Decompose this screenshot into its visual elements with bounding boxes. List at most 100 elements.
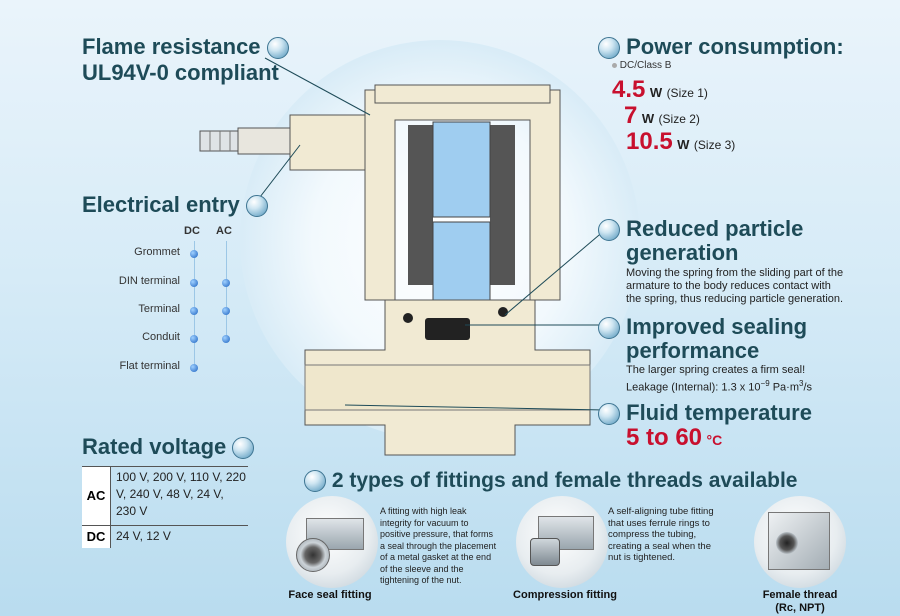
- power-value: 4.5: [612, 76, 646, 103]
- power-note: DC/Class B: [612, 60, 671, 71]
- col-dc-header: DC: [184, 225, 200, 237]
- power-unit: W: [677, 137, 690, 152]
- dc-column-line: [194, 241, 195, 371]
- entry-label: Conduit: [142, 331, 180, 343]
- dc-row: DC 24 V, 12 V: [82, 526, 248, 548]
- bubble-icon: [245, 195, 268, 218]
- female-thread-image: [754, 496, 846, 588]
- small-bullet-icon: [612, 62, 617, 68]
- particle-desc-line: the spring, thus reducing particle gener…: [626, 293, 844, 305]
- flame-resistance-heading: Flame resistance: [82, 34, 289, 60]
- fluid-unit: °C: [706, 432, 723, 448]
- entry-row: Grommet: [90, 246, 180, 260]
- female-thread-caption: Female thread (Rc, NPT): [740, 589, 860, 615]
- fitting-port: [296, 538, 330, 572]
- power-unit: W: [649, 85, 663, 100]
- particle-desc-line: Moving the spring from the sliding part …: [626, 267, 844, 279]
- sealing-desc-line: The larger spring creates a firm seal!: [626, 364, 806, 376]
- particle-description: Moving the spring from the sliding part …: [626, 267, 898, 306]
- bubble-icon: [598, 317, 620, 340]
- electrical-entry-table: DC AC Grommet DIN terminal Terminal Cond…: [90, 225, 250, 375]
- ac-label: AC: [82, 467, 111, 525]
- fluid-temperature-heading: Fluid temperature: [598, 400, 812, 426]
- power-size-3: 10.5 W (Size 3): [626, 128, 735, 156]
- power-size-label: (Size 1): [666, 86, 708, 100]
- flame-title-line2: UL94V-0 compliant: [82, 60, 279, 85]
- particle-desc-line: armature to the body reduces contact wit…: [626, 280, 831, 292]
- electrical-title: Electrical entry: [82, 192, 240, 217]
- leakage-exponent: −9: [760, 379, 770, 388]
- leakage-unit: Pa·m: [769, 381, 799, 394]
- particle-title-line1: Reduced particle: [626, 216, 804, 241]
- dc-available-dot: [190, 250, 198, 258]
- power-unit: W: [641, 111, 655, 126]
- entry-row: Flat terminal: [90, 360, 180, 374]
- power-size-label: (Size 2): [658, 112, 700, 126]
- fluid-temperature-value: 5 to 60 °C: [626, 424, 722, 452]
- face-seal-description: A fitting with high leak integrity for v…: [380, 506, 497, 585]
- sealing-title-line2: performance: [626, 338, 760, 363]
- ac-values: 100 V, 200 V, 110 V, 220 V, 240 V, 48 V,…: [116, 470, 246, 518]
- particle-heading: Reduced particle: [598, 216, 804, 242]
- entry-label: Terminal: [138, 303, 180, 315]
- face-seal-caption: Face seal fitting: [288, 589, 372, 601]
- fitting-nut: [530, 538, 560, 566]
- entry-row: Terminal: [90, 303, 180, 317]
- fittings-title: 2 types of fittings and female threads a…: [331, 469, 798, 492]
- bubble-icon: [598, 403, 620, 426]
- compression-fitting-image: [516, 496, 608, 588]
- fluid-title: Fluid temperature: [626, 400, 812, 425]
- entry-row: Conduit: [90, 331, 180, 345]
- particle-title-line2: generation: [626, 240, 739, 265]
- compression-caption: Compression fitting: [513, 589, 617, 601]
- entry-label: DIN terminal: [118, 275, 180, 287]
- entry-label: Flat terminal: [119, 360, 180, 372]
- ac-column-line: [226, 241, 227, 341]
- sealing-leakage-line: Leakage (Internal): 1.3 x 10−9 Pa·m3/s: [626, 377, 898, 395]
- fitting-port: [776, 532, 798, 554]
- ac-available-dot: [222, 307, 230, 315]
- ac-row: AC 100 V, 200 V, 110 V, 220 V, 240 V, 48…: [82, 466, 248, 526]
- compression-description: A self-aligning tube fitting that uses f…: [608, 506, 714, 563]
- sealing-heading: Improved sealing: [598, 314, 808, 340]
- female-thread-caption-line2: (Rc, NPT): [775, 602, 825, 614]
- sealing-title-line1: Improved sealing: [626, 314, 808, 339]
- dc-label: DC: [82, 526, 111, 548]
- col-ac-header: AC: [216, 225, 232, 237]
- fluid-range: 5 to 60: [626, 424, 703, 451]
- bubble-icon: [598, 219, 620, 242]
- sealing-description: The larger spring creates a firm seal! L…: [626, 364, 898, 395]
- entry-label: Grommet: [134, 246, 180, 258]
- power-title: Power consumption:: [626, 34, 844, 59]
- power-size-label: (Size 3): [693, 138, 736, 152]
- fitting-body: [538, 516, 594, 550]
- rated-title: Rated voltage: [82, 434, 227, 459]
- ac-available-dot: [222, 279, 230, 287]
- bubble-icon: [304, 470, 326, 493]
- leakage-prefix: Leakage (Internal): 1.3 x 10: [626, 381, 761, 394]
- flame-title-line1: Flame resistance: [82, 34, 261, 59]
- dc-values: 24 V, 12 V: [116, 529, 171, 543]
- power-value: 10.5: [626, 128, 673, 155]
- leakage-unit-exponent: 3: [799, 379, 804, 388]
- dc-available-dot: [190, 335, 198, 343]
- power-size-1: 4.5 W (Size 1): [612, 76, 708, 104]
- power-value: 7: [624, 102, 638, 129]
- power-consumption-heading: Power consumption:: [598, 34, 844, 60]
- rated-voltage-heading: Rated voltage: [82, 434, 255, 460]
- electrical-entry-heading: Electrical entry: [82, 192, 268, 218]
- dc-available-dot: [190, 279, 198, 287]
- power-note-text: DC/Class B: [619, 60, 672, 71]
- dc-available-dot: [190, 307, 198, 315]
- dc-available-dot: [190, 364, 198, 372]
- female-thread-caption-line1: Female thread: [762, 589, 838, 601]
- leakage-suffix: /s: [803, 381, 813, 394]
- ac-available-dot: [222, 335, 230, 343]
- entry-row: DIN terminal: [90, 275, 180, 289]
- face-seal-fitting-image: [286, 496, 378, 588]
- bubble-icon: [598, 37, 620, 60]
- power-size-2: 7 W (Size 2): [624, 102, 700, 130]
- bubble-icon: [232, 437, 255, 460]
- fittings-heading: 2 types of fittings and female threads a…: [304, 468, 797, 493]
